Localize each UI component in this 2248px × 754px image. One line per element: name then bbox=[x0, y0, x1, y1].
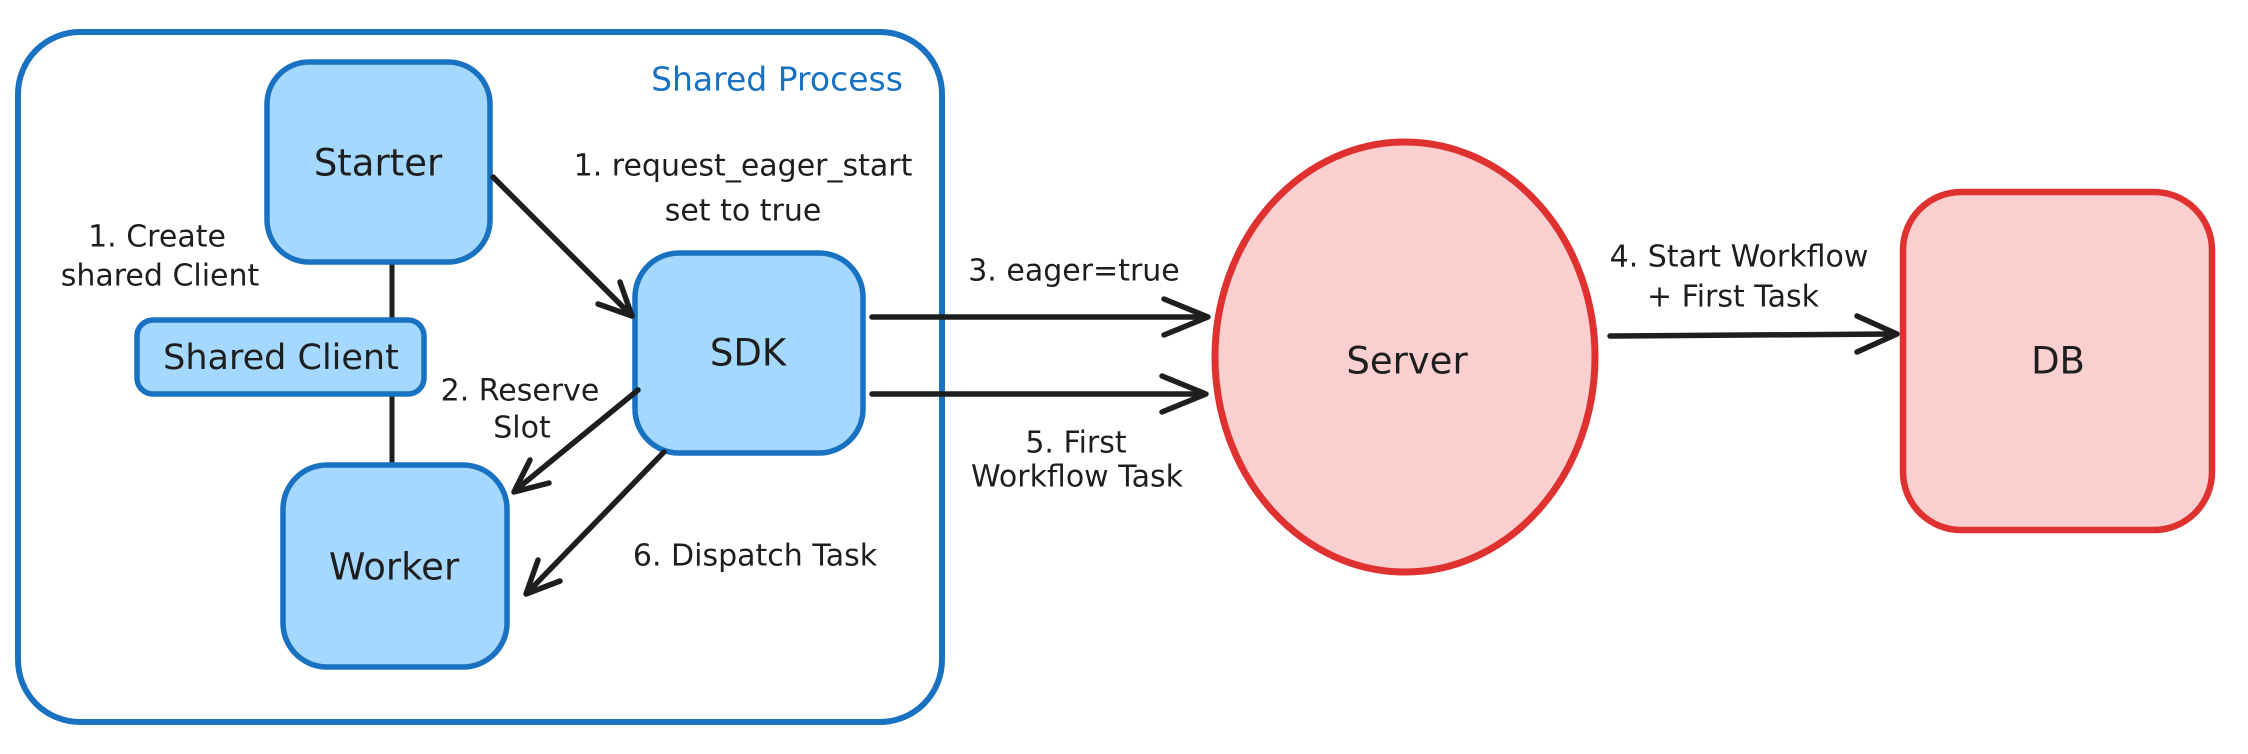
annotation-line: 1. request_eager_start bbox=[574, 149, 913, 184]
annotation-line: 2. Reserve bbox=[441, 374, 600, 409]
annotation-line: 5. First bbox=[1025, 426, 1127, 461]
shared-process-label: Shared Process bbox=[651, 60, 903, 99]
arrow-dispatch-task bbox=[523, 449, 667, 597]
shared-client-box bbox=[134, 317, 427, 397]
arrow-line bbox=[514, 387, 641, 492]
node-sdk: SDK bbox=[632, 250, 866, 456]
server-ellipse bbox=[1211, 138, 1599, 576]
starter-box bbox=[264, 59, 493, 265]
arrowhead bbox=[523, 557, 563, 597]
arrow-line bbox=[526, 449, 667, 594]
annotation-first-workflow-task: 5. First Workflow Task bbox=[971, 426, 1184, 495]
annotation-dispatch-task: 6. Dispatch Task bbox=[633, 539, 878, 574]
annotation-line: 1. Create bbox=[88, 220, 226, 255]
arrow-request-eager-start bbox=[490, 174, 635, 319]
node-worker: Worker bbox=[280, 462, 510, 670]
arrowhead bbox=[1854, 313, 1900, 355]
annotation-line: set to true bbox=[665, 194, 822, 229]
node-shared-client: Shared Client bbox=[134, 317, 427, 397]
db-box bbox=[1899, 188, 2216, 534]
server-label: Server bbox=[1346, 340, 1468, 383]
annotation-create-shared-client: 1. Create shared Client bbox=[61, 220, 260, 294]
worker-label: Worker bbox=[329, 546, 460, 589]
shared-process-frame-border bbox=[15, 29, 945, 725]
arrowhead bbox=[511, 457, 552, 495]
node-starter: Starter bbox=[264, 59, 493, 265]
db-label: DB bbox=[2031, 340, 2085, 383]
annotation-line: 6. Dispatch Task bbox=[633, 539, 878, 574]
shared-process-frame: Shared Process bbox=[15, 29, 945, 725]
worker-box bbox=[280, 462, 510, 670]
arrowhead bbox=[1161, 296, 1211, 338]
starter-label: Starter bbox=[314, 142, 443, 185]
annotation-eager-true: 3. eager=true bbox=[968, 254, 1180, 289]
annotation-line: 4. Start Workflow bbox=[1610, 240, 1869, 275]
arrow-eager-true bbox=[869, 296, 1211, 338]
arrowhead bbox=[595, 279, 635, 319]
annotation-reserve-slot: 2. Reserve Slot bbox=[441, 374, 600, 446]
node-server: Server bbox=[1211, 138, 1599, 576]
annotation-line: shared Client bbox=[61, 259, 260, 294]
sdk-box bbox=[632, 250, 866, 456]
annotation-line: + First Task bbox=[1647, 280, 1820, 315]
arrowhead bbox=[1159, 373, 1209, 415]
arrow-start-workflow bbox=[1607, 313, 1900, 355]
sdk-label: SDK bbox=[710, 332, 788, 375]
arrow-line bbox=[490, 174, 633, 317]
arrow-reserve-slot bbox=[511, 387, 641, 495]
shared-client-label: Shared Client bbox=[163, 338, 399, 378]
annotation-line: Workflow Task bbox=[971, 460, 1184, 495]
annotation-line: 3. eager=true bbox=[968, 254, 1180, 289]
annotation-line: Slot bbox=[493, 411, 551, 446]
arrow-first-workflow-task bbox=[869, 373, 1209, 415]
annotation-start-workflow: 4. Start Workflow + First Task bbox=[1610, 240, 1869, 315]
arrow-line bbox=[1607, 331, 1896, 339]
annotation-request-eager-start: 1. request_eager_start set to true bbox=[574, 149, 913, 229]
node-db: DB bbox=[1899, 188, 2216, 534]
